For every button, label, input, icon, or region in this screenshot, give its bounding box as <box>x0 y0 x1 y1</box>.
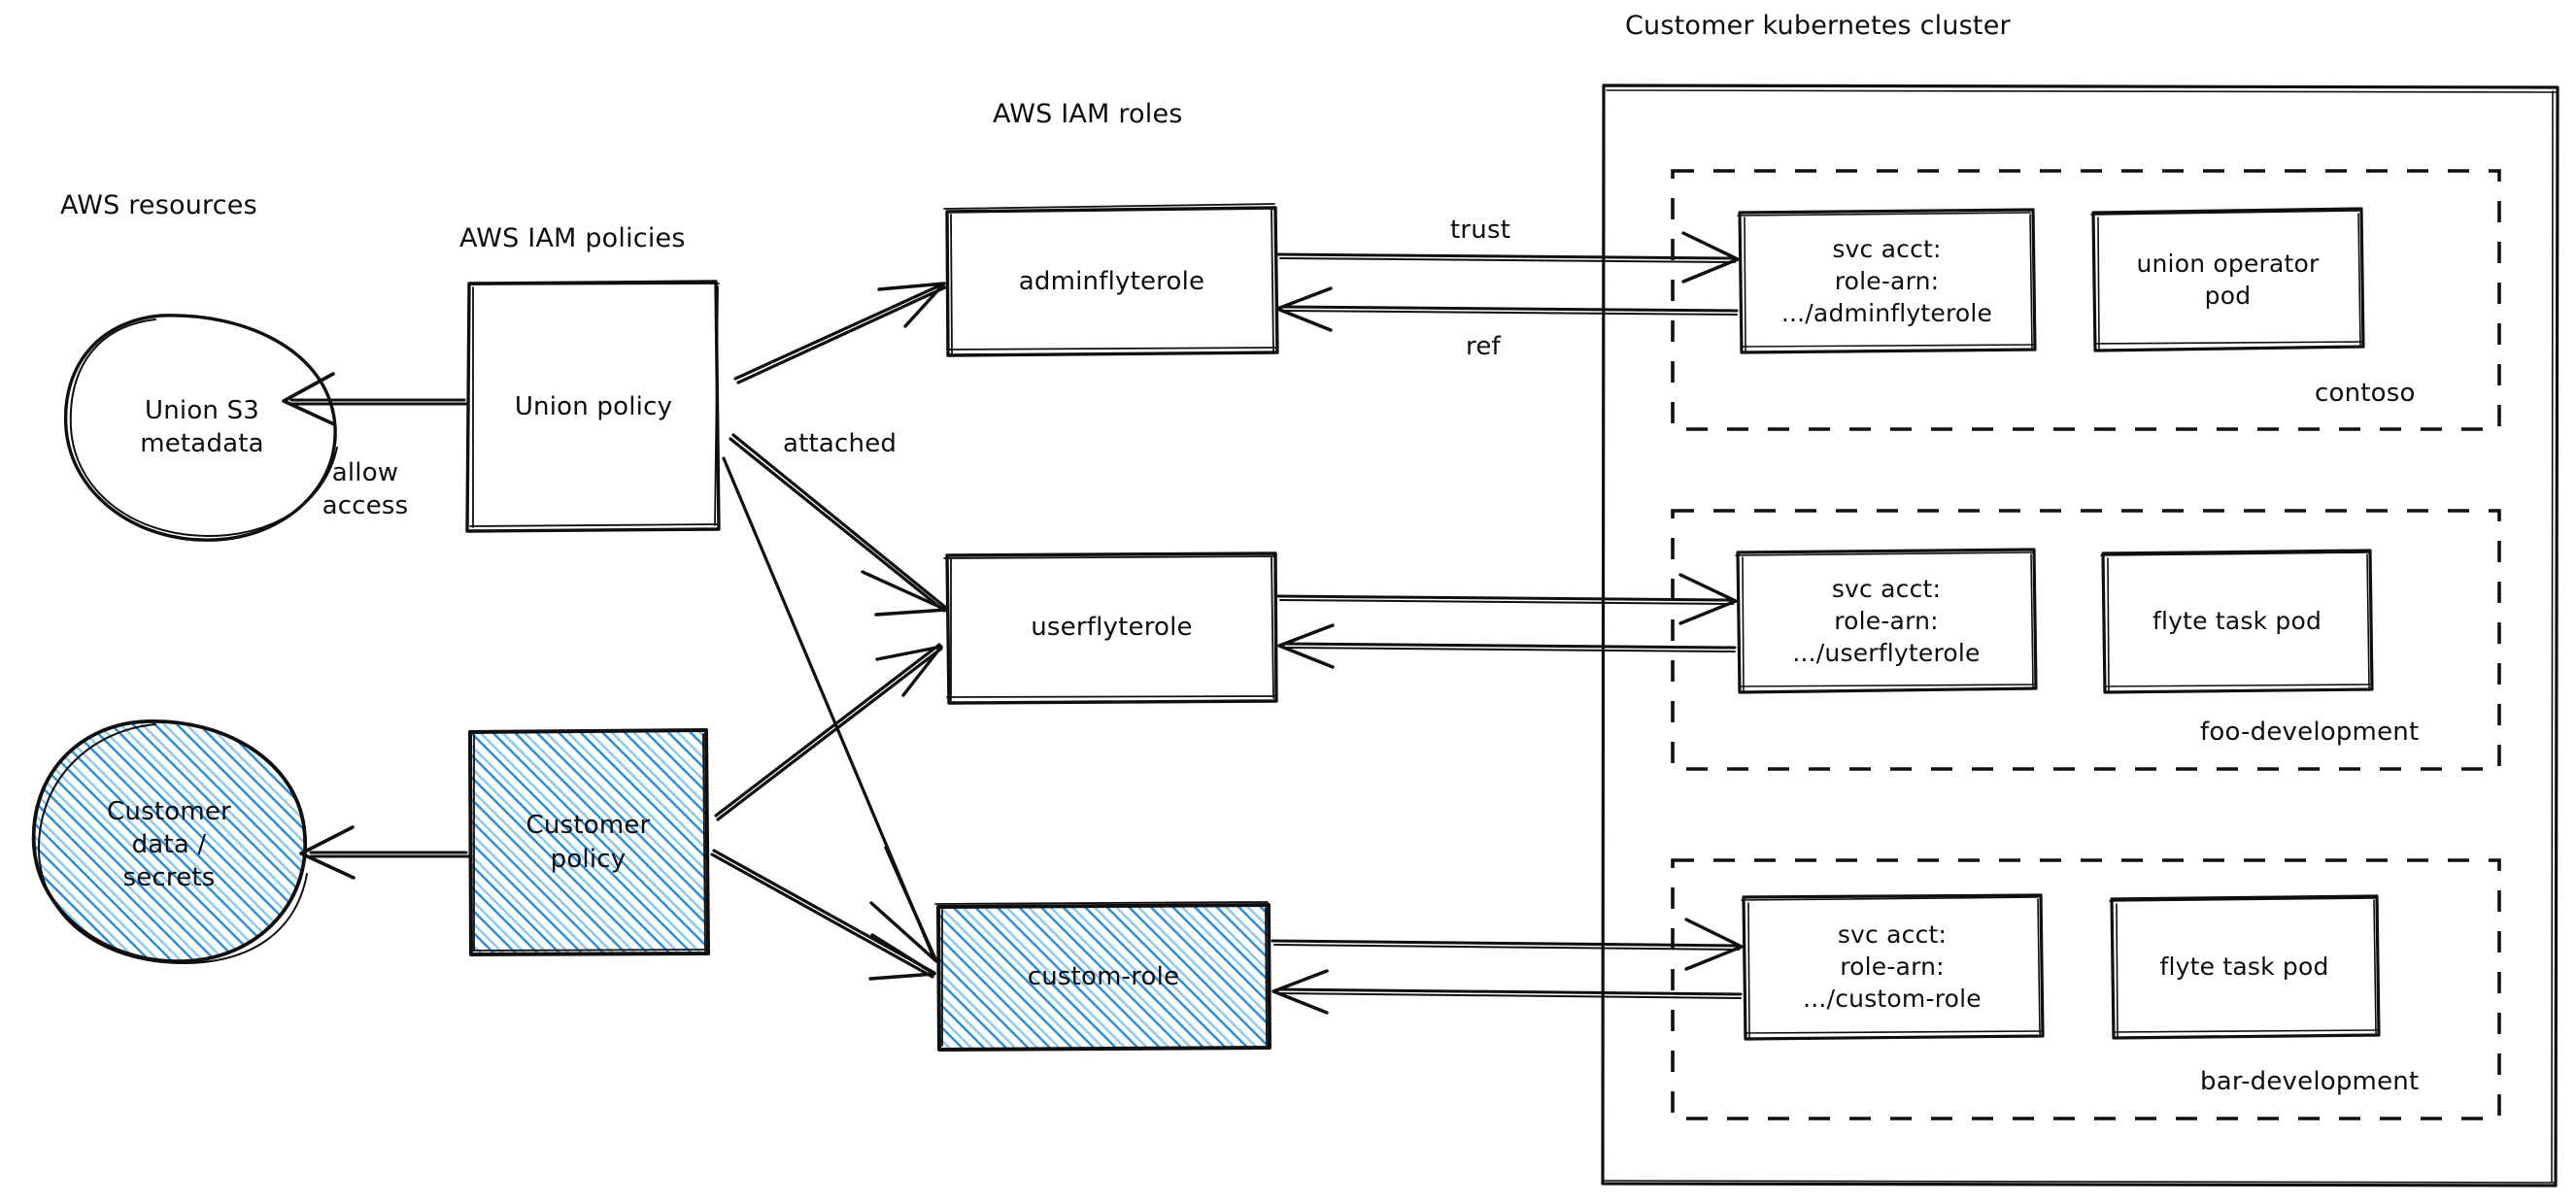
edge-union-policy-to-adminflyterole <box>733 282 947 384</box>
node-label-userflyterole[interactable]: userflyterole <box>1031 613 1193 643</box>
edge-custom-role-ref <box>1271 969 1743 1015</box>
namespace-contoso-boundary <box>1671 169 2501 431</box>
svc-acct-label-foo[interactable]: svc acct: role-arn: .../userflyterole <box>1792 575 1981 667</box>
pod-label-flyte-task-foo[interactable]: flyte task pod <box>2152 607 2322 635</box>
node-userflyterole-shape[interactable] <box>943 551 1278 705</box>
node-union-s3-shape[interactable] <box>63 314 338 542</box>
svc-acct-box-contoso[interactable] <box>1737 208 2037 354</box>
svc-acct-box-foo[interactable] <box>1735 548 2038 694</box>
edge-label-ref: ref <box>1466 332 1501 361</box>
edge-union-policy-to-union-s3 <box>282 372 469 426</box>
node-custom-role-shape[interactable] <box>934 901 1271 1052</box>
node-label-customer-data[interactable]: Customer data / secrets <box>107 796 231 893</box>
namespace-bar-development-boundary <box>1671 858 2501 1120</box>
edge-custom-role-trust <box>1271 918 1744 971</box>
pod-label-union-operator[interactable]: union operator pod <box>2136 249 2320 310</box>
edge-customer-policy-to-userflyterole <box>714 643 943 821</box>
node-customer-policy-shape[interactable] <box>468 728 710 956</box>
svc-acct-label-bar[interactable]: svc acct: role-arn: .../custom-role <box>1803 919 1982 1013</box>
namespace-label-contoso: contoso <box>2315 379 2416 408</box>
node-customer-data-shape[interactable] <box>31 719 308 964</box>
node-label-custom-role[interactable]: custom-role <box>1027 961 1180 991</box>
node-union-policy-shape[interactable] <box>465 280 721 533</box>
pod-box-union-operator[interactable] <box>2090 207 2365 352</box>
group-title-aws-iam-roles: AWS IAM roles <box>993 99 1183 129</box>
edge-adminflyterole-ref <box>1275 286 1739 332</box>
edge-customer-policy-to-custom-role <box>710 849 936 981</box>
node-label-adminflyterole[interactable]: adminflyterole <box>1018 266 1205 296</box>
pod-box-flyte-task-foo[interactable] <box>2100 549 2374 694</box>
group-title-aws-resources: AWS resources <box>60 190 257 220</box>
edge-adminflyterole-trust <box>1276 231 1740 284</box>
cluster-boundary <box>1601 84 2559 1187</box>
edge-label-attached: attached <box>783 429 898 458</box>
pod-label-flyte-task-bar[interactable]: flyte task pod <box>2159 952 2329 981</box>
edge-userflyterole-trust <box>1276 573 1738 625</box>
svc-acct-box-bar[interactable] <box>1741 893 2045 1041</box>
node-label-union-s3[interactable]: Union S3 metadata <box>140 395 264 458</box>
edge-union-policy-to-custom-role <box>722 456 938 963</box>
edge-customer-policy-to-customer-data <box>299 825 471 880</box>
node-label-union-policy[interactable]: Union policy <box>514 391 673 421</box>
edge-label-allow-access: allow access <box>322 458 409 521</box>
group-title-aws-iam-policies: AWS IAM policies <box>459 223 686 253</box>
namespace-foo-development-boundary <box>1671 509 2501 771</box>
node-adminflyterole-shape[interactable] <box>943 203 1279 357</box>
node-label-customer-policy[interactable]: Customer policy <box>525 811 651 874</box>
pod-box-flyte-task-bar[interactable] <box>2109 894 2381 1040</box>
group-title-customer-kubernetes-cluster: Customer kubernetes cluster <box>1625 11 2011 41</box>
edge-label-trust: trust <box>1450 216 1511 245</box>
namespace-label-foo-development: foo-development <box>2200 718 2420 747</box>
namespace-label-bar-development: bar-development <box>2200 1067 2420 1096</box>
edge-userflyterole-ref <box>1277 623 1737 669</box>
svc-acct-label-contoso[interactable]: svc acct: role-arn: .../adminflyterole <box>1780 234 1993 327</box>
edge-union-policy-to-userflyterole <box>729 433 948 617</box>
